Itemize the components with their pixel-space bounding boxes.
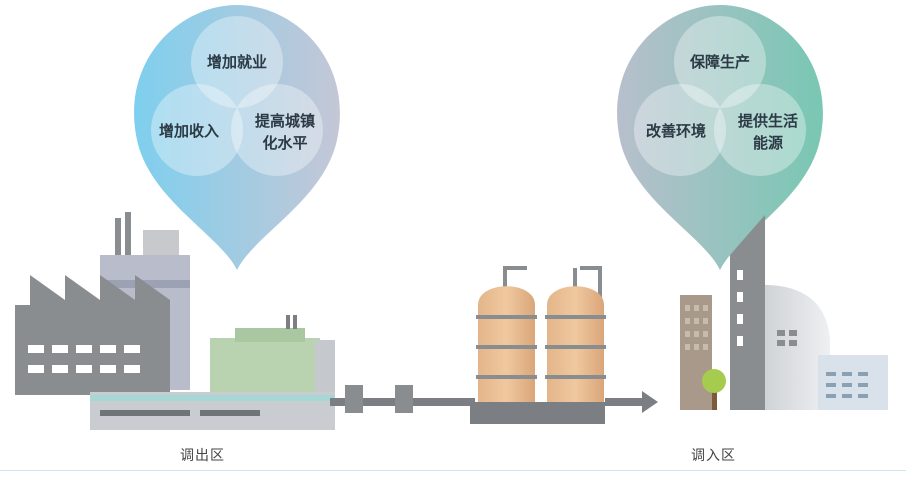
side-building xyxy=(315,340,335,400)
tank-base xyxy=(470,402,605,424)
low-building-windows xyxy=(826,372,868,398)
destination-region-label: 调入区 xyxy=(691,448,736,464)
right-bubble-right-text-2: 能源 xyxy=(753,134,783,152)
destination-city xyxy=(680,215,888,410)
chimney-1 xyxy=(115,218,121,268)
right-circle-top xyxy=(674,16,766,108)
brown-tower-windows xyxy=(685,305,708,350)
energy-pipeline xyxy=(330,385,658,413)
brown-tower xyxy=(680,295,712,410)
right-bubble-right-text-1: 提供生活 xyxy=(738,112,798,130)
right-bubble-left-text: 改善环境 xyxy=(646,122,706,140)
right-benefit-bubble: 保障生产 改善环境 提供生活 能源 xyxy=(617,5,823,270)
left-benefit-bubble: 增加就业 增加收入 提高城镇 化水平 xyxy=(134,5,340,270)
right-circle-left xyxy=(634,84,726,176)
conveyor-slots xyxy=(100,410,260,416)
right-bubble-pin xyxy=(617,5,823,270)
tank-2 xyxy=(547,286,604,402)
pipe-arrow-head xyxy=(642,391,658,413)
hall-vent-2 xyxy=(293,315,297,329)
left-bubble-left-text: 增加收入 xyxy=(159,122,219,140)
conveyor-stripe xyxy=(90,395,335,401)
right-circle-right xyxy=(714,84,806,176)
left-circle-top xyxy=(191,16,283,108)
sawtooth-factory xyxy=(15,275,170,395)
left-bubble-right-text-2: 化水平 xyxy=(262,134,307,152)
tall-gray-tower xyxy=(730,215,765,410)
left-bubble-right-text-1: 提高城镇 xyxy=(255,112,315,130)
factory-windows xyxy=(28,345,140,373)
tank-bands xyxy=(476,315,606,379)
pipe-valve-1 xyxy=(345,385,363,413)
round-office-building xyxy=(765,285,830,410)
low-blue-building xyxy=(818,355,888,410)
pipe-valve-2 xyxy=(395,385,413,413)
round-building-windows xyxy=(777,330,797,346)
pipe-right xyxy=(605,398,643,406)
left-bubble-pin xyxy=(134,5,340,270)
left-bubble-top-text: 增加就业 xyxy=(207,53,267,71)
tree-trunk xyxy=(712,385,717,410)
bottom-divider xyxy=(0,470,906,471)
right-bubble-top-text: 保障生产 xyxy=(689,53,750,71)
processing-hall-roof xyxy=(235,328,305,342)
tree-crown xyxy=(702,369,726,393)
tall-tower-windows xyxy=(737,270,743,346)
left-circle-right xyxy=(231,84,323,176)
source-industrial-plant xyxy=(15,212,335,430)
processing-hall xyxy=(210,338,320,398)
source-region-label: 调出区 xyxy=(180,448,225,464)
storage-tanks xyxy=(470,266,606,424)
tank-1 xyxy=(478,286,535,402)
hall-vent-1 xyxy=(286,315,290,329)
left-circle-left xyxy=(151,84,243,176)
chimney-2 xyxy=(125,212,131,268)
